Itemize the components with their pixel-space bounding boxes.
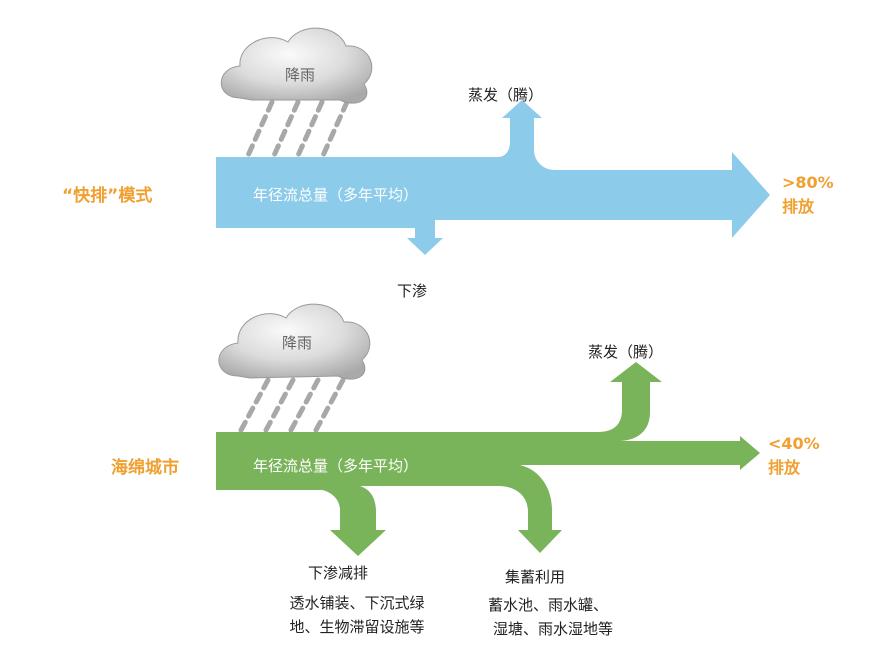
evaporation-label-bottom: 蒸发（腾） [588,343,664,361]
reuse-desc-line1: 蓄水池、雨水罐、 [487,596,608,614]
runoff-flow-bottom [216,362,760,556]
mode-label-sponge-city: 海绵城市 [111,458,179,478]
flow-label-top: 年径流总量（多年平均） [253,186,418,204]
cloud-icon [220,27,373,104]
discharge-label-bottom: 排放 [768,458,801,477]
cloud-label: 降雨 [285,66,315,84]
infiltration-label-top: 下渗 [397,282,428,300]
rain-streaks-bottom [237,377,346,435]
infiltration-desc-line1: 透水铺装、下沉式绿 [289,594,425,612]
discharge-label-top: 排放 [782,197,815,216]
mode-label-fast-drain: “快排”模式 [62,186,153,206]
cloud-icon [218,303,371,380]
reuse-title: 集蓄利用 [505,568,566,586]
infiltration-title: 下渗减排 [308,564,369,582]
flow-label-bottom: 年径流总量（多年平均） [253,457,418,475]
discharge-percent-top: >80% [782,173,834,192]
runoff-flow-top [216,100,770,255]
reuse-desc-line2: 湿塘、雨水湿地等 [492,620,613,638]
infiltration-desc-line2: 地、生物滞留设施等 [289,618,425,636]
discharge-percent-bottom: <40% [768,434,820,453]
cloud-label: 降雨 [282,334,312,352]
rain-streaks-top [243,99,350,163]
evaporation-label-top: 蒸发（腾） [468,86,544,104]
